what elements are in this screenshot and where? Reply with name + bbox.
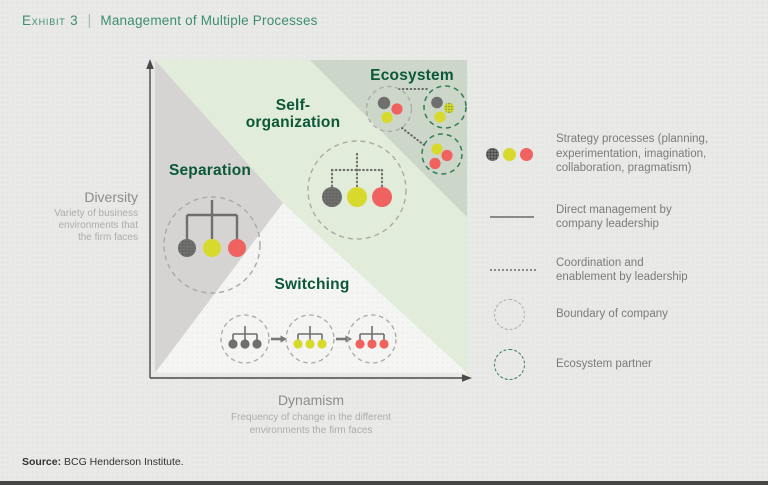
self-organization-label-line1: Self- <box>275 97 311 114</box>
self-organization-label: Self- organization <box>223 97 363 131</box>
legend-item-label: Coordination and enablement by leadershi… <box>556 256 688 284</box>
page-title: Management of Multiple Processes <box>100 13 318 28</box>
company-boundary-circle <box>365 85 413 133</box>
ecosystem-partner-circle <box>421 133 463 175</box>
ecosystem-links <box>398 88 429 146</box>
axes <box>146 59 472 382</box>
yellow-process-dot-icon <box>503 147 516 161</box>
switching-motif <box>220 314 397 364</box>
process-dot-grey-texture <box>178 239 196 257</box>
x-axis-arrowhead <box>462 374 472 382</box>
legend-item-strategy-processes: Strategy processes (planning, experiment… <box>486 124 708 184</box>
solid-line-icon <box>486 216 548 218</box>
dotted-line-icon <box>486 269 548 271</box>
process-dot-red <box>379 339 389 349</box>
process-dot-grey <box>228 339 238 349</box>
process-dot-grey <box>240 339 250 349</box>
self-organization-label-line2: organization <box>245 114 341 131</box>
diagram-overlay <box>146 59 472 382</box>
process-dot-grey <box>252 339 262 349</box>
process-dot-yellow <box>317 339 327 349</box>
exhibit-header: Exhibit 3 | Management of Multiple Proce… <box>22 12 318 29</box>
legend-item-coordination: Coordination and enablement by leadershi… <box>486 249 688 291</box>
self-organization-motif <box>307 140 407 240</box>
x-axis-subtitle: Frequency of change in the different env… <box>161 412 461 437</box>
switch-arrow-2 <box>336 335 352 343</box>
separation-motif <box>163 196 261 294</box>
link-company-partner2 <box>401 127 425 146</box>
process-dot-red <box>228 239 246 257</box>
process-dot-red <box>355 339 365 349</box>
process-dot-yellow <box>293 339 303 349</box>
x-axis-title: Dynamism <box>277 392 345 408</box>
legend-item-label: Strategy processes (planning, experiment… <box>556 133 709 175</box>
x-axis-subtitle-line1: Frequency of change in the different <box>231 412 391 423</box>
coordination-tree <box>330 152 384 188</box>
legend-item-company-boundary: Boundary of company <box>486 296 668 332</box>
switching-state-red <box>347 314 397 364</box>
x-axis-subtitle-line2: environments the firm faces <box>249 424 373 436</box>
header-separator: | <box>87 12 92 29</box>
process-dot-yellow <box>434 111 446 123</box>
process-dot-red <box>391 103 403 115</box>
process-dot-yellow <box>203 239 221 257</box>
company-boundary-circle <box>347 314 397 364</box>
direct-management-tree <box>185 200 239 239</box>
legend-item-direct-management: Direct management by company leadership <box>486 196 672 238</box>
grey-process-dot-icon <box>486 147 499 161</box>
y-axis-title: Diversity <box>84 189 138 205</box>
y-axis-subtitle-line2: environments that <box>58 220 139 231</box>
y-axis-subtitle-line1: Variety of business <box>54 208 138 219</box>
process-dot-grey <box>377 96 391 110</box>
ecosystem-label: Ecosystem <box>370 67 454 84</box>
process-dot-red <box>441 149 453 162</box>
switching-label: Switching <box>274 276 350 293</box>
switching-state-grey <box>220 314 270 364</box>
y-axis-arrowhead <box>146 59 154 69</box>
company-boundary-circle <box>163 196 261 294</box>
dashed-green-circle-icon <box>486 348 548 380</box>
process-dot-red <box>429 157 441 170</box>
y-axis-subtitle-line3: the firm faces <box>77 232 138 243</box>
legend-item-label: Ecosystem partner <box>556 357 652 370</box>
legend-item-label: Boundary of company <box>556 307 668 320</box>
dashed-grey-circle-icon <box>486 298 548 330</box>
strategy-process-dots-icon <box>486 147 548 161</box>
process-dot-grey <box>431 96 443 109</box>
y-axis-subtitle: Variety of business environments that th… <box>10 208 138 244</box>
process-dot-yellow <box>347 187 367 207</box>
red-process-dot-icon <box>520 147 533 161</box>
company-boundary-circle <box>220 314 270 364</box>
source-text: BCG Henderson Institute. <box>64 456 184 468</box>
process-dot-yellow <box>381 111 393 124</box>
source-prefix: Source: <box>22 456 62 468</box>
process-dot-red <box>372 187 392 207</box>
legend-item-ecosystem-partner: Ecosystem partner <box>486 346 652 382</box>
process-dot-yellow <box>305 339 315 349</box>
switching-state-yellow <box>285 314 335 364</box>
exhibit-number: Exhibit 3 <box>22 13 79 28</box>
bottom-rule <box>0 481 768 485</box>
separation-label: Separation <box>168 162 252 179</box>
legend-item-label: Direct management by company leadership <box>556 203 672 231</box>
ecosystem-motif <box>365 85 467 175</box>
process-dot-red <box>367 339 377 349</box>
process-dot-grey-texture <box>322 187 342 207</box>
company-boundary-circle <box>307 140 407 240</box>
process-dot-yellow-hatched <box>443 102 455 114</box>
process-dot-yellow <box>431 143 443 155</box>
switch-arrow-1 <box>271 335 287 343</box>
ecosystem-partner-circle <box>423 85 467 129</box>
company-boundary-circle <box>285 314 335 364</box>
source-note: Source: BCG Henderson Institute. <box>22 456 184 468</box>
